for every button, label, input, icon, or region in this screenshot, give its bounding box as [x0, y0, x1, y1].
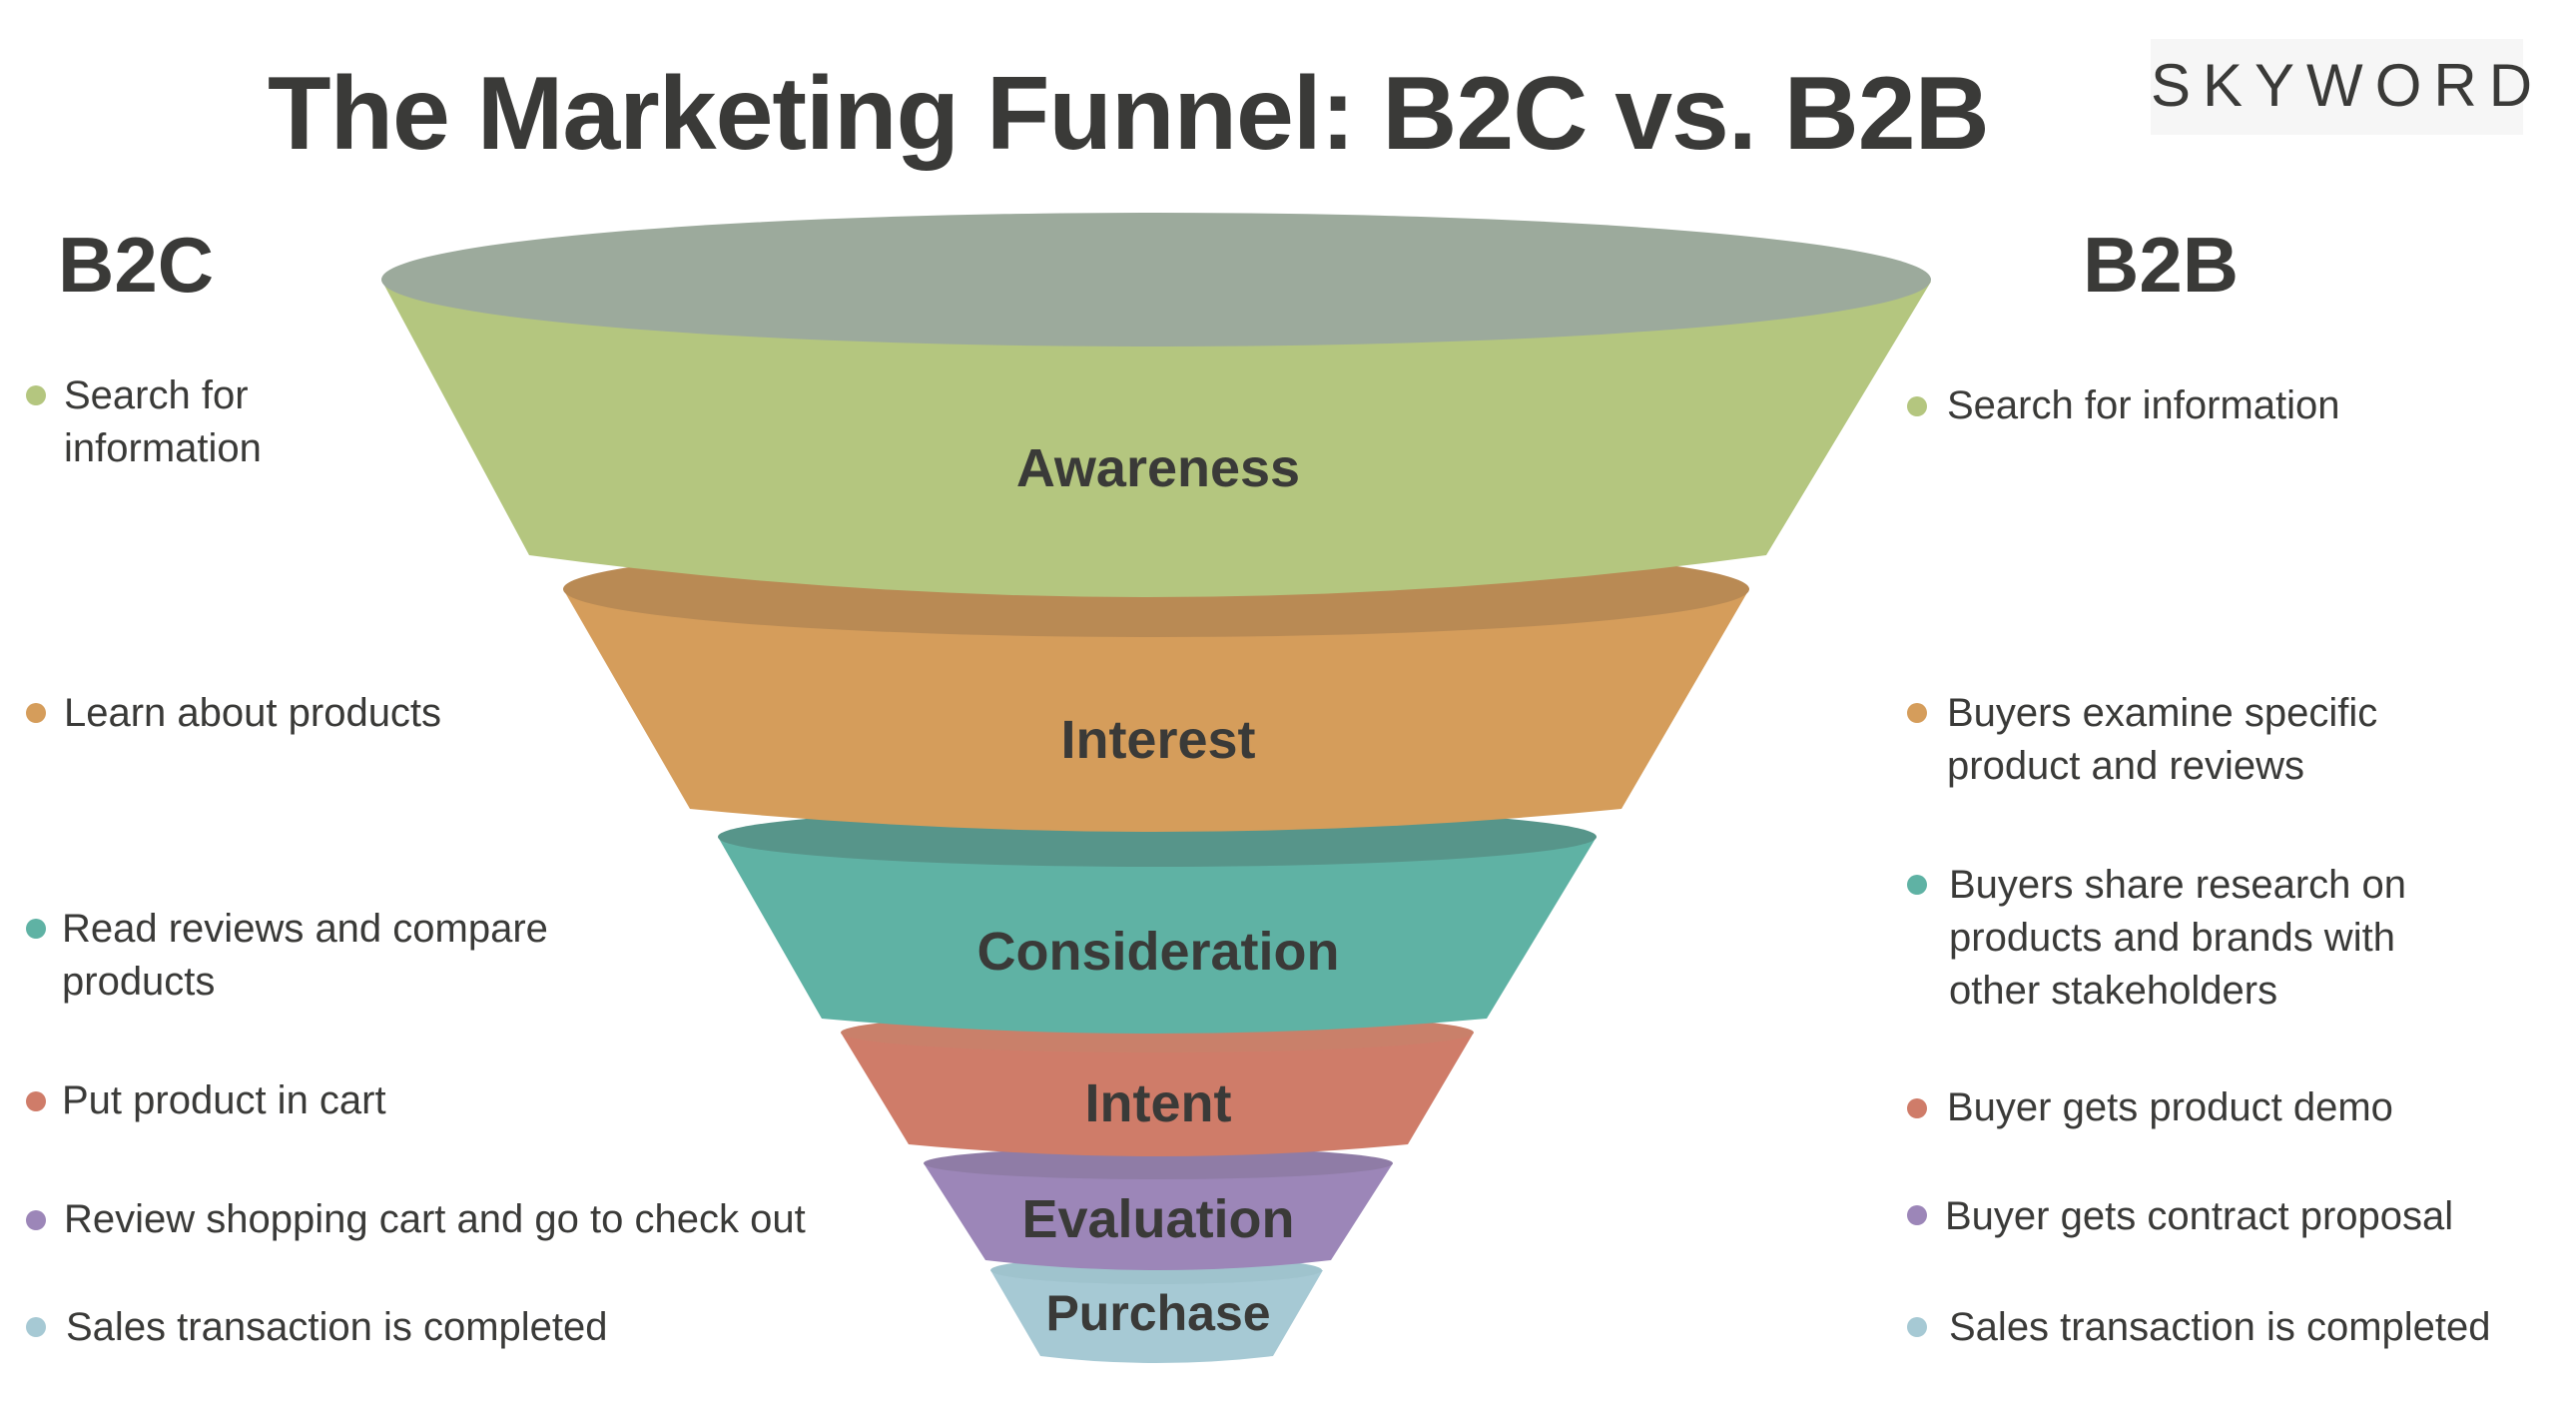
bullet-dot-icon: [1907, 1098, 1927, 1118]
skyword-logo: SKYWORD: [2151, 52, 2545, 119]
stage-label-intent: Intent: [1084, 1073, 1232, 1133]
funnel-stage-awareness: [381, 213, 1931, 597]
b2c-heading: B2C: [58, 221, 215, 309]
b2b-item-purchase: Sales transaction is completed: [1949, 1305, 2491, 1349]
stage-label-evaluation: Evaluation: [1021, 1189, 1295, 1249]
bullet-dot-icon: [1907, 875, 1927, 895]
b2b-item-interest: Buyers examine specific product and revi…: [1947, 691, 2378, 788]
bullet-dot-icon: [26, 703, 46, 723]
stage-label-consideration: Consideration: [976, 922, 1340, 982]
b2c-item-consideration: Read reviews and compare products: [62, 907, 548, 1004]
bullet-dot-icon: [1907, 396, 1927, 416]
b2b-item-intent: Buyer gets product demo: [1947, 1085, 2393, 1129]
funnel-stage-consideration: [718, 807, 1597, 1034]
b2c-item-awareness: Search for information: [64, 373, 262, 470]
stage-label-purchase: Purchase: [1045, 1285, 1271, 1341]
b2b-heading: B2B: [2083, 221, 2240, 309]
b2c-item-evaluation: Review shopping cart and go to check out: [64, 1197, 806, 1241]
bullet-dot-icon: [26, 1210, 46, 1230]
bullet-dot-icon: [1907, 703, 1927, 723]
logo-container: [2151, 39, 2523, 135]
bullet-dot-icon: [26, 1317, 46, 1337]
b2c-item-purchase: Sales transaction is completed: [66, 1305, 608, 1349]
bullet-dot-icon: [26, 1091, 46, 1111]
b2b-item-consideration: Buyers share research on products and br…: [1949, 863, 2407, 1013]
b2c-item-interest: Learn about products: [64, 691, 442, 735]
bullet-dot-icon: [1907, 1317, 1927, 1337]
stage-label-awareness: Awareness: [1015, 438, 1301, 498]
page-title: The Marketing Funnel: B2C vs. B2B: [268, 56, 1990, 172]
funnel-stage-evaluation: [924, 1147, 1393, 1270]
b2c-item-intent: Put product in cart: [62, 1078, 386, 1122]
bullet-dot-icon: [26, 919, 46, 939]
b2b-item-awareness: Search for information: [1947, 383, 2340, 427]
bullet-dot-icon: [1907, 1205, 1927, 1225]
stage-label-interest: Interest: [1060, 710, 1256, 770]
b2b-item-evaluation: Buyer gets contract proposal: [1945, 1194, 2454, 1238]
bullet-dot-icon: [26, 385, 46, 405]
